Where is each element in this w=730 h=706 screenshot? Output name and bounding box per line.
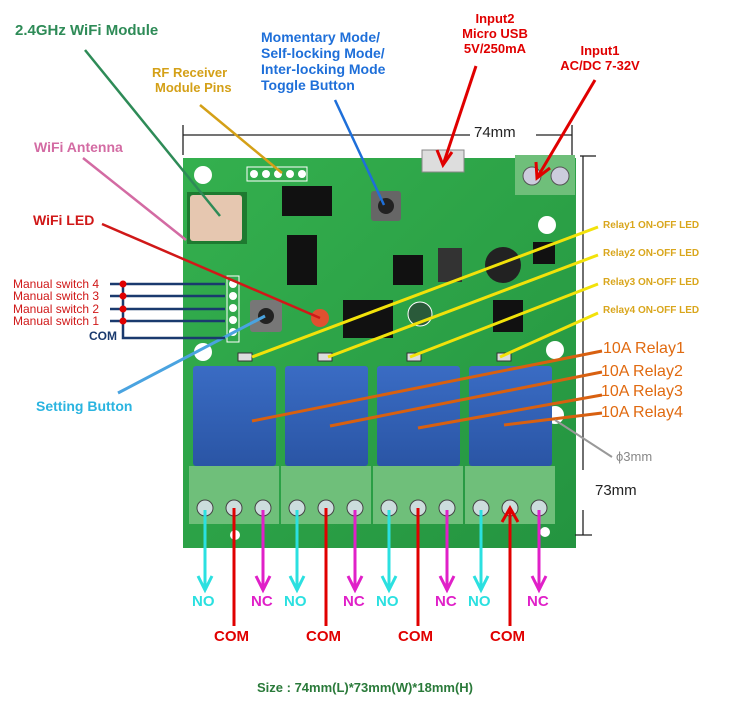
label-no-1: NO — [192, 593, 215, 610]
label-no-4: NO — [468, 593, 491, 610]
label-line: RF Receiver — [152, 65, 228, 80]
label-relay3-led: Relay3 ON-OFF LED — [603, 277, 700, 288]
wifi-shield — [190, 195, 242, 241]
no-arrowhead — [380, 575, 398, 594]
relay-1 — [193, 366, 276, 466]
label-nc-3: NC — [435, 593, 457, 610]
label-no-3: NO — [376, 593, 399, 610]
label-relay1: 10A Relay1 — [603, 340, 685, 357]
label-relay2: 10A Relay2 — [601, 363, 683, 380]
label-wifi-module: 2.4GHz WiFi Module — [15, 22, 159, 39]
label-relay4: 10A Relay4 — [601, 404, 683, 421]
width-dimension: 74mm — [474, 124, 516, 141]
label-line: Toggle Button — [261, 77, 355, 94]
label-manual-switch-3: Manual switch 3 — [13, 289, 100, 303]
label-relay3: 10A Relay3 — [601, 383, 683, 400]
mount-hole — [540, 527, 550, 537]
no-arrowhead — [196, 575, 214, 594]
relay-4 — [469, 366, 552, 466]
label-line: Inter-locking Mode — [261, 61, 386, 78]
relay-2 — [285, 366, 368, 466]
no-arrowhead — [288, 575, 306, 594]
label-line: Momentary Mode/ — [261, 29, 381, 45]
mount-hole — [538, 216, 556, 234]
height-dimension: 73mm — [595, 482, 637, 499]
label-line: Input2 — [475, 11, 515, 26]
label-nc-4: NC — [527, 593, 549, 610]
label-no-2: NO — [284, 593, 307, 610]
label-manual-switch-1: Manual switch 1 — [13, 314, 100, 328]
rf-pins-header — [246, 166, 308, 182]
label-line: Micro USB — [462, 25, 528, 41]
nc-arrowhead — [438, 575, 456, 594]
transistor — [533, 242, 555, 264]
label-com-1: COM — [214, 628, 249, 645]
nc-arrowhead — [254, 575, 272, 594]
label-mode-button: Momentary Mode/ Self-locking Mode/ Inter… — [261, 29, 385, 93]
mount-hole — [546, 341, 564, 359]
label-line: Module Pins — [155, 79, 232, 95]
regulator — [393, 255, 423, 285]
label-line: 5V/250mA — [463, 40, 527, 56]
ic-chip — [282, 186, 332, 216]
size-caption: Size : 74mm(L)*73mm(W)*18mm(H) — [257, 680, 473, 695]
label-input1: Input1 AC/DC 7-32V — [545, 43, 655, 74]
label-com-4: COM — [490, 628, 525, 645]
label-hole-size: ϕ3mm — [616, 449, 653, 464]
label-manual-switch-2: Manual switch 2 — [13, 302, 100, 316]
label-line: AC/DC 7-32V — [560, 57, 640, 73]
label-rf-receiver: RF Receiver Module Pins — [150, 65, 232, 96]
label-com-3: COM — [398, 628, 433, 645]
label-nc-1: NC — [251, 593, 273, 610]
label-relay1-led: Relay1 ON-OFF LED — [603, 220, 700, 231]
label-input2: Input2 Micro USB 5V/250mA — [440, 11, 550, 57]
no-arrowhead — [472, 575, 490, 594]
label-manual-switch-4: Manual switch 4 — [13, 277, 100, 291]
mount-hole — [194, 166, 212, 184]
nc-arrowhead — [346, 575, 364, 594]
label-wifi-led: WiFi LED — [33, 212, 95, 228]
inductor — [438, 248, 462, 282]
label-nc-2: NC — [343, 593, 365, 610]
label-wifi-antenna: WiFi Antenna — [34, 139, 123, 155]
label-relay2-led: Relay2 ON-OFF LED — [603, 248, 700, 259]
label-line: Input1 — [580, 43, 620, 58]
ic-chip — [287, 235, 317, 285]
label-com-2: COM — [306, 628, 341, 645]
label-setting-button: Setting Button — [36, 398, 133, 414]
com-arrowhead — [500, 504, 520, 523]
key-header — [226, 275, 240, 343]
label-line: Self-locking Mode/ — [261, 45, 385, 62]
label-com-switch: COM — [89, 329, 117, 343]
capacitor — [485, 247, 521, 283]
label-relay4-led: Relay4 ON-OFF LED — [603, 305, 700, 316]
nc-arrowhead — [530, 575, 548, 594]
